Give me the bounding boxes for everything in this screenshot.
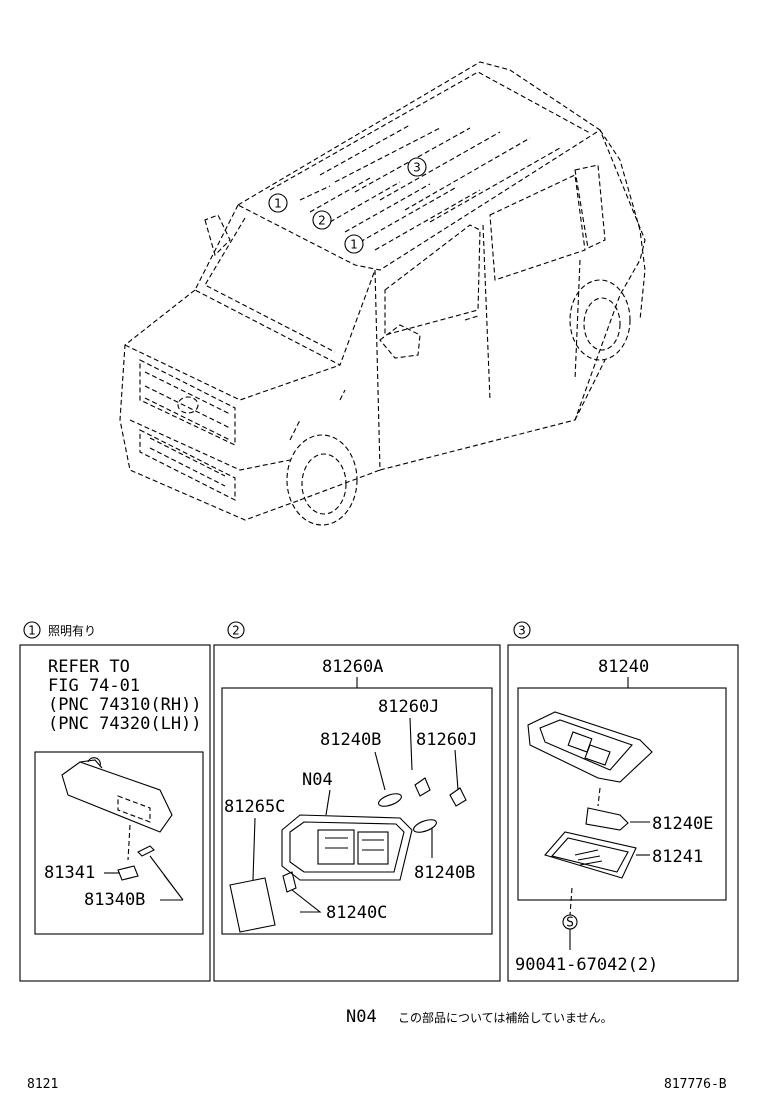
part-81341: 81341 bbox=[44, 863, 95, 883]
section-3-inner-frame bbox=[517, 687, 727, 901]
section-3-frame bbox=[507, 644, 739, 982]
fastener-90041-67042: 90041-67042(2) bbox=[515, 955, 658, 975]
note-code: N04 bbox=[346, 1007, 377, 1027]
part-81241: 81241 bbox=[652, 847, 703, 867]
part-81240B-b: 81240B bbox=[414, 863, 475, 883]
refer-line-3: (PNC 74310(RH)) bbox=[48, 695, 202, 715]
map-lamp-drawing bbox=[527, 711, 653, 916]
part-81340B: 81340B bbox=[84, 890, 145, 910]
part-81240: 81240 bbox=[598, 657, 649, 677]
part-N04: N04 bbox=[302, 770, 333, 790]
interior-lamp-drawing bbox=[229, 777, 467, 933]
svg-text:S: S bbox=[566, 916, 574, 931]
note: N04 この部品については補給していません。 bbox=[346, 1007, 613, 1027]
section-2: 2 81260A 81260J 81240B 81260J N04 81265C… bbox=[213, 621, 501, 982]
part-81260J-b: 81260J bbox=[416, 730, 477, 750]
vehicle-illustration: 1 2 3 1 bbox=[119, 61, 646, 526]
section-1-number: 1 bbox=[28, 624, 36, 638]
part-81240B-a: 81240B bbox=[320, 730, 381, 750]
vehicle-callout-2: 2 bbox=[312, 210, 332, 230]
svg-text:2: 2 bbox=[318, 214, 326, 228]
svg-text:3: 3 bbox=[413, 161, 421, 175]
section-1: 1 照明有り REFER TO FIG 74-01 (PNC 74310(RH)… bbox=[19, 621, 211, 982]
section-1-frame bbox=[19, 644, 211, 982]
footer-right: 817776-B bbox=[664, 1077, 727, 1092]
footer-left: 8121 bbox=[27, 1077, 58, 1092]
refer-line-1: REFER TO bbox=[48, 657, 130, 677]
screw-symbol: S bbox=[562, 914, 578, 931]
section-2-inner-frame bbox=[221, 687, 493, 935]
refer-line-4: (PNC 74320(LH)) bbox=[48, 714, 202, 734]
note-text: この部品については補給していません。 bbox=[398, 1010, 613, 1025]
section-2-frame bbox=[213, 644, 501, 982]
section-1-heading: 照明有り bbox=[48, 624, 96, 638]
section-3-number: 3 bbox=[518, 624, 526, 638]
sun-visor-drawing bbox=[61, 757, 173, 881]
section-2-number: 2 bbox=[232, 624, 240, 638]
refer-line-2: FIG 74-01 bbox=[48, 676, 140, 696]
part-81240C: 81240C bbox=[326, 903, 387, 923]
vehicle-callout-1: 1 bbox=[268, 193, 288, 213]
vehicle-callout-1b: 1 bbox=[344, 234, 364, 254]
svg-text:1: 1 bbox=[350, 238, 358, 252]
vehicle-callout-3: 3 bbox=[407, 157, 427, 177]
part-81260J-a: 81260J bbox=[378, 697, 439, 717]
svg-text:1: 1 bbox=[274, 197, 282, 211]
section-1-inner-frame bbox=[34, 751, 204, 935]
section-3: 3 81240 81240E 81241 S 90041-67042( bbox=[507, 621, 739, 982]
part-81240E: 81240E bbox=[652, 814, 713, 834]
part-81260A: 81260A bbox=[322, 657, 383, 677]
part-81265C: 81265C bbox=[224, 797, 285, 817]
